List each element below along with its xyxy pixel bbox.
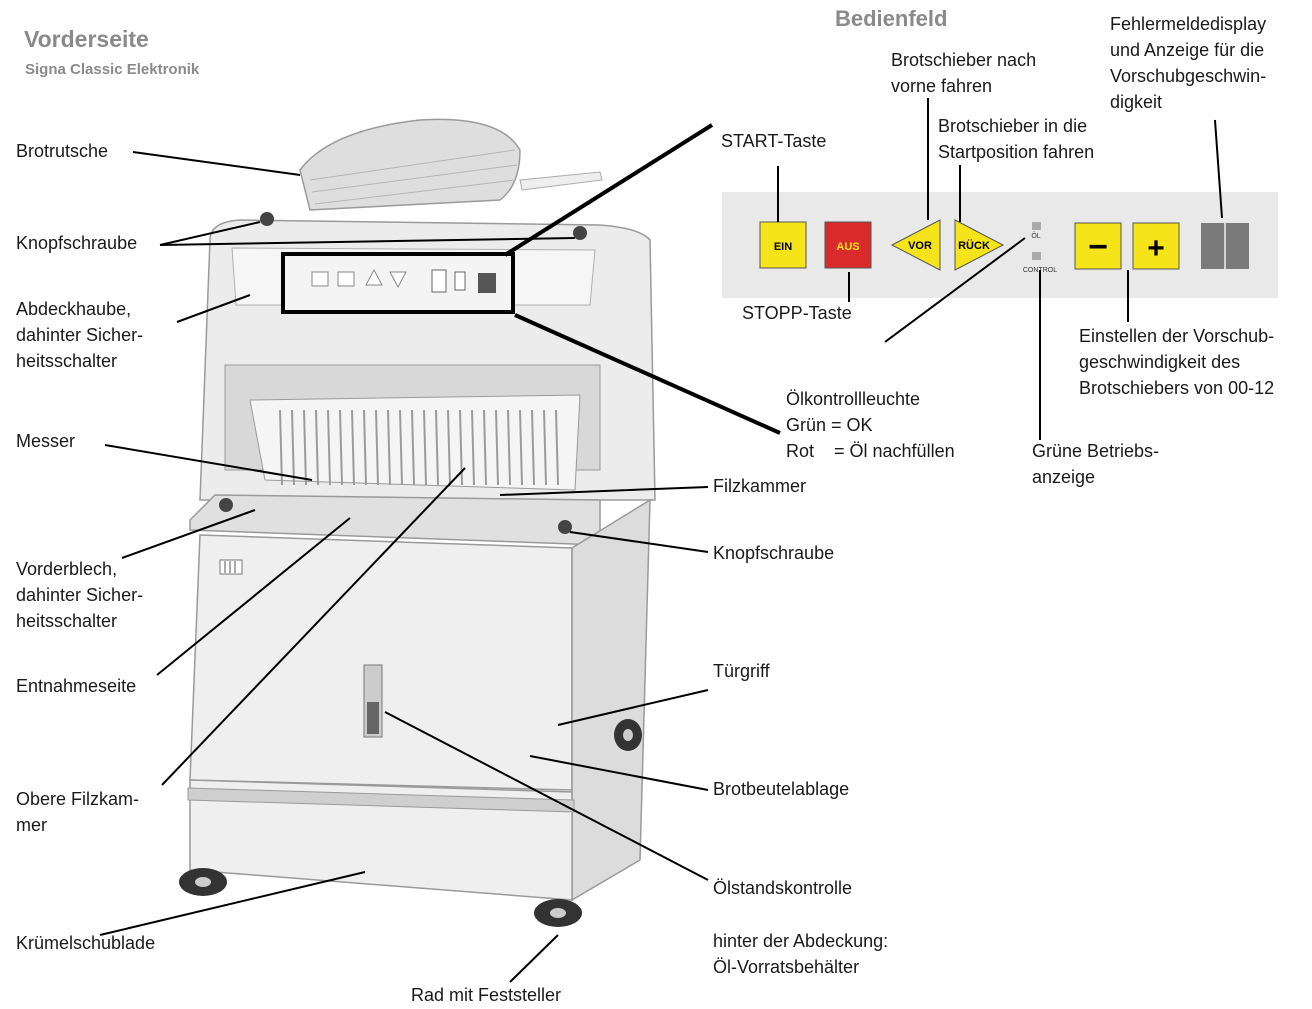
- label-obere-filzkammer: Obere Filzkam-mer: [16, 789, 140, 835]
- ein-label: EIN: [774, 241, 792, 253]
- label-knopfschraube-top: Knopfschraube: [16, 233, 138, 253]
- knob-screw-front-left: [219, 498, 233, 512]
- label-filzkammer: Filzkammer: [713, 476, 806, 496]
- label-einstellen: Einstellen der Vorschub-geschwindigkeit …: [1079, 326, 1275, 398]
- knob-screw-top-right: [573, 226, 587, 240]
- label-entnahmeseite: Entnahmeseite: [16, 676, 137, 696]
- label-tuergriff: Türgriff: [713, 661, 770, 681]
- label-oelstandskontrolle: Ölstandskontrolle: [713, 878, 853, 898]
- aus-label: AUS: [836, 241, 859, 253]
- bread-chute: [299, 118, 603, 211]
- rueck-label: RÜCK: [958, 239, 990, 252]
- label-start-taste: START-Taste: [721, 131, 827, 151]
- vor-label: VOR: [908, 240, 932, 252]
- label-brotrutsche: Brotrutsche: [16, 141, 109, 161]
- label-kruemelschublade: Krümelschublade: [16, 933, 156, 953]
- knob-screw-front-right: [558, 520, 572, 534]
- oil-led-label: ÖL: [1031, 232, 1040, 240]
- plus-label: +: [1147, 232, 1165, 265]
- page-title: Vorderseite: [24, 26, 149, 52]
- panel-title: Bedienfeld: [835, 6, 948, 31]
- label-gruene-anzeige: Grüne Betriebs-anzeige: [1032, 441, 1160, 487]
- label-hinter-abdeckung: hinter der Abdeckung:Öl-Vorratsbehälter: [713, 931, 889, 977]
- label-vorderblech: Vorderblech,dahinter Sicher-heitsschalte…: [16, 559, 144, 631]
- error-display: [1201, 223, 1249, 269]
- machine-body: [187, 494, 651, 902]
- minus-label: −: [1088, 228, 1108, 266]
- cutting-area: [224, 364, 601, 491]
- label-brotbeutelablage: Brotbeutelablage: [713, 779, 850, 799]
- ein-button[interactable]: EIN: [759, 221, 807, 269]
- machine-mini-panel: [281, 252, 515, 314]
- label-rad: Rad mit Feststeller: [411, 985, 562, 1005]
- aus-button[interactable]: AUS: [824, 221, 872, 269]
- vor-button[interactable]: VOR: [890, 219, 941, 271]
- plus-button[interactable]: +: [1132, 222, 1180, 270]
- label-messer: Messer: [16, 431, 76, 451]
- label-knopfschraube-right: Knopfschraube: [713, 543, 835, 563]
- control-led-icon: [1032, 252, 1041, 260]
- wheel-icon: [179, 719, 642, 927]
- label-abdeckhaube: Abdeckhaube,dahinter Sicher-heitsschalte…: [16, 299, 144, 371]
- oil-led-icon: [1032, 222, 1041, 230]
- rueck-button[interactable]: RÜCK: [954, 219, 1005, 271]
- page-subtitle: Signa Classic Elektronik: [25, 61, 200, 78]
- knob-screw-top-left: [260, 212, 274, 226]
- label-stopp-taste: STOPP-Taste: [742, 303, 852, 323]
- leader-lines: [99, 98, 1223, 983]
- zoom-lines: [503, 123, 781, 435]
- control-panel: EIN AUS VOR RÜCK ÖL CONTROL − +: [722, 192, 1278, 298]
- minus-button[interactable]: −: [1074, 222, 1122, 270]
